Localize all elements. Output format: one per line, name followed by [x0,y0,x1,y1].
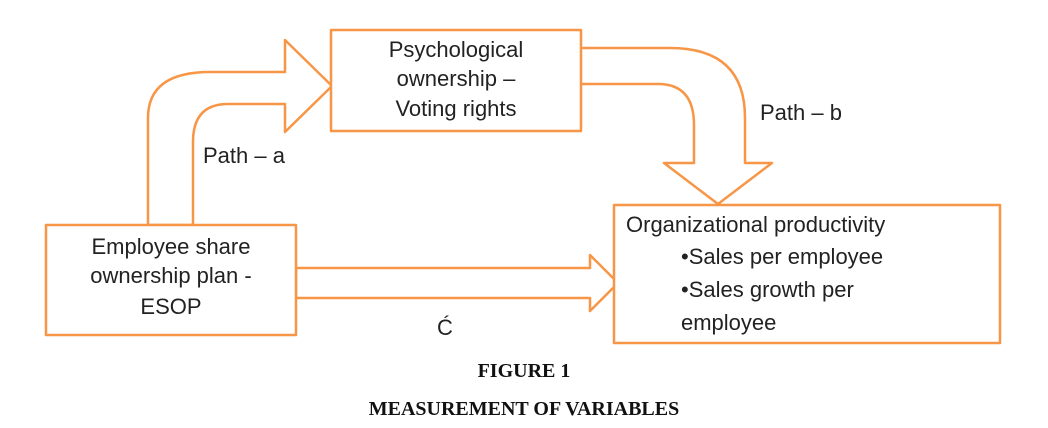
org-box [612,203,1002,345]
esop-line-3: ESOP [140,294,201,319]
psych-line-1: Psychological [389,37,524,62]
org-bullet-1: •Sales per employee [681,244,883,269]
org-title: Organizational productivity [626,212,885,237]
org-bullet-2-continuation: employee [681,310,776,335]
path-b-label: Path – b [760,100,842,125]
diagram: Employee share ownership plan - ESOP Psy… [44,28,1002,345]
org-bullet-2: •Sales growth per [681,277,854,302]
figure-number: FIGURE 1 [477,360,571,382]
arrow-path-b [578,46,774,206]
psych-line-3: Voting rights [395,96,516,121]
psych-line-2: ownership – [397,66,516,91]
psych-box [329,28,583,133]
esop-line-2: ownership plan - [90,263,251,288]
path-a-label: Path – a [203,143,286,168]
figure-title: MEASUREMENT OF VARIABLES [368,398,680,420]
arrow-path-a [146,38,334,227]
arrow-path-c [294,253,620,313]
esop-box [44,223,298,337]
esop-line-1: Employee share [92,234,251,259]
path-c-label: Ć [437,315,453,340]
